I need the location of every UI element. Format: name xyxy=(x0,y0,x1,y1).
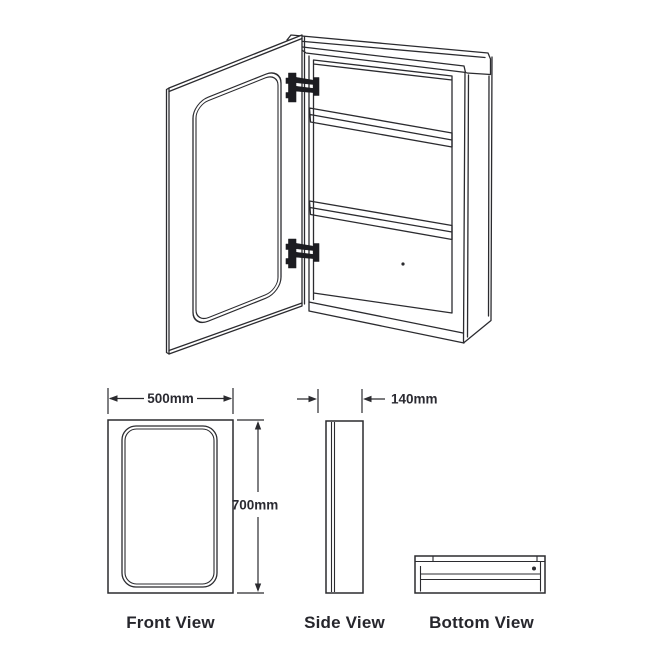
bottom-view-label: Bottom View xyxy=(429,613,534,632)
bottom-view-outline xyxy=(414,555,546,594)
depth-dimension-label: 140mm xyxy=(391,392,438,407)
door-mirror-pane xyxy=(192,72,282,324)
perspective-view-open-cabinet xyxy=(165,34,493,355)
back-panel-hole xyxy=(401,262,405,266)
height-dimension-label: 700mm xyxy=(232,498,279,513)
front-view-mirror-inner xyxy=(124,428,215,585)
mirror-door xyxy=(168,34,303,355)
width-dimension: 500mm xyxy=(107,388,234,414)
bottom-view-hole xyxy=(532,566,536,571)
interior-shelves-lines xyxy=(308,107,453,241)
side-view-label: Side View xyxy=(304,613,385,632)
front-view-label: Front View xyxy=(126,613,215,632)
side-view-door-lines xyxy=(330,422,336,592)
depth-dimension: 140mm xyxy=(297,389,438,413)
width-dimension-label: 500mm xyxy=(147,391,194,406)
mirror-outline-outer xyxy=(192,72,282,324)
hinge-top xyxy=(285,72,320,103)
front-view-mirror-outer xyxy=(121,425,218,588)
front-view-outline xyxy=(107,419,234,594)
bottom-view-detail-lines xyxy=(415,556,545,592)
front-view: 500mm 700mm Front View xyxy=(107,388,279,632)
mirror-door-edges xyxy=(165,35,306,355)
side-view-outline xyxy=(325,420,364,594)
height-dimension: 700mm xyxy=(232,419,279,594)
side-view: 140mm Side View xyxy=(297,389,438,632)
bottom-view: Bottom View xyxy=(414,555,546,632)
cabinet-carcass-lines xyxy=(308,55,493,344)
mirror-outline-inner xyxy=(195,76,279,320)
